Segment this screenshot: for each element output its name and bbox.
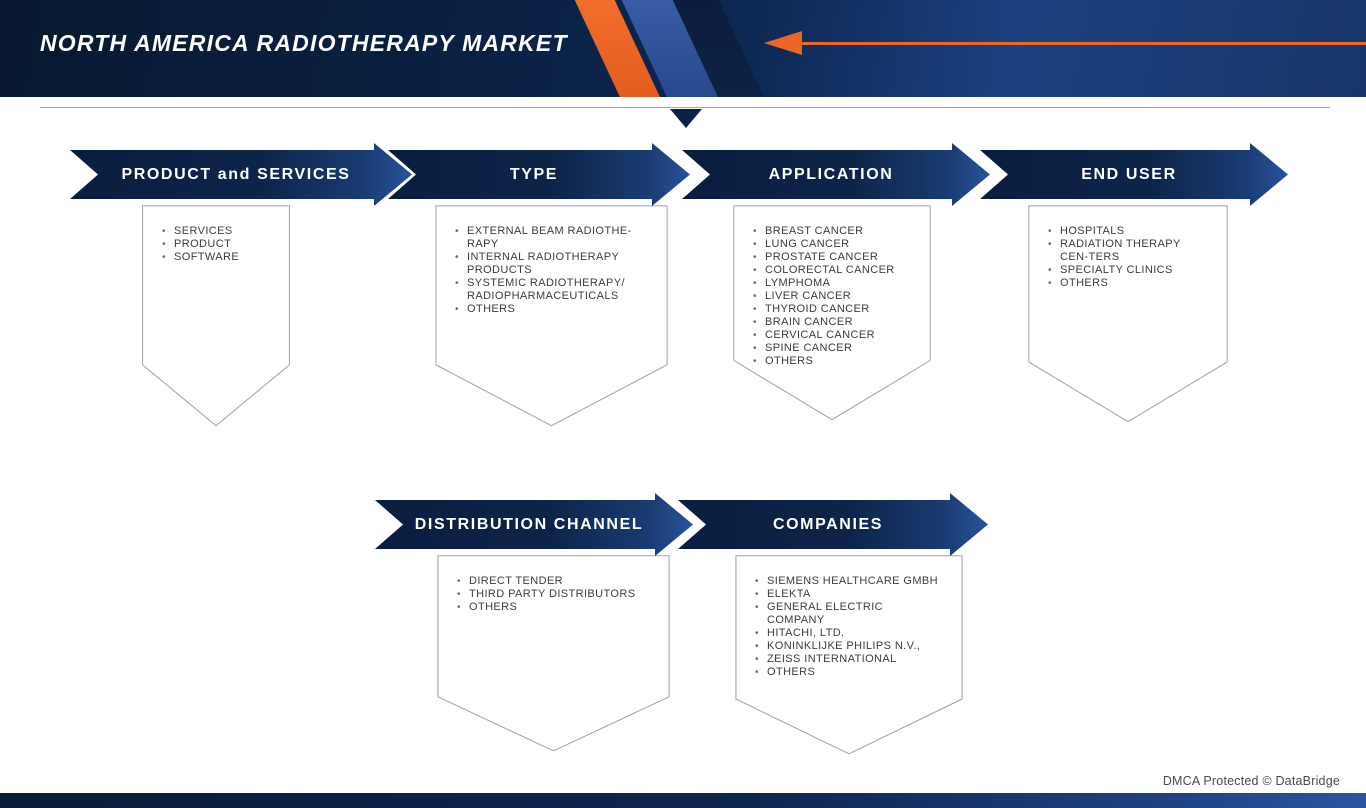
dmca-notice: DMCA Protected © DataBridge: [1162, 774, 1340, 788]
segment-banner-product-services: PRODUCT and SERVICES: [70, 143, 412, 206]
list-item: EXTERNAL BEAM RADIOTHE-RAPY: [453, 225, 646, 251]
arrow-line: [800, 42, 1366, 45]
page-title: NORTH AMERICA RADIOTHERAPY MARKET: [40, 30, 568, 56]
segment-title: PRODUCT and SERVICES: [121, 165, 351, 183]
list-item: KONINKLIJKE PHILIPS N.V.,: [753, 640, 941, 653]
segment-panel-end-user: HOSPITALSRADIATION THERAPY CEN-TERSSPECI…: [1028, 205, 1228, 423]
segment-panel-companies: SIEMENS HEALTHCARE GMBHELEKTAGENERAL ELE…: [735, 555, 963, 755]
header-banner: NORTH AMERICA RADIOTHERAPY MARKET: [0, 0, 1366, 97]
list-item: BRAIN CANCER: [751, 316, 909, 329]
segment-panel-application: BREAST CANCERLUNG CANCERPROSTATE CANCERC…: [733, 205, 931, 421]
list-item: PRODUCT: [160, 238, 268, 251]
list-item: OTHERS: [455, 601, 648, 614]
list-item: OTHERS: [751, 355, 909, 368]
list-item: SIEMENS HEALTHCARE GMBH: [753, 575, 941, 588]
list-item: DIRECT TENDER: [455, 575, 648, 588]
list-item: OTHERS: [453, 303, 646, 316]
segment-title: COMPANIES: [772, 515, 884, 533]
list-item: BREAST CANCER: [751, 225, 909, 238]
segment-item-list: SERVICESPRODUCTSOFTWARE: [142, 205, 290, 264]
segment-item-list: SIEMENS HEALTHCARE GMBHELEKTAGENERAL ELE…: [735, 555, 963, 679]
segment-banner-end-user: END USER: [980, 143, 1288, 206]
list-item: OTHERS: [1046, 277, 1206, 290]
segment-item-list: BREAST CANCERLUNG CANCERPROSTATE CANCERC…: [733, 205, 931, 368]
list-item: CERVICAL CANCER: [751, 329, 909, 342]
list-item: THIRD PARTY DISTRIBUTORS: [455, 588, 648, 601]
segment-title: TYPE: [509, 165, 559, 183]
bottom-bar: [0, 793, 1366, 808]
segment-banner-type: TYPE: [388, 143, 690, 206]
list-item: LIVER CANCER: [751, 290, 909, 303]
list-item: COLORECTAL CANCER: [751, 264, 909, 277]
segment-banner-companies: COMPANIES: [678, 493, 988, 556]
segment-panel-distribution-channel: DIRECT TENDERTHIRD PARTY DISTRIBUTORSOTH…: [437, 555, 670, 752]
segment-title: APPLICATION: [768, 165, 894, 183]
segment-item-list: EXTERNAL BEAM RADIOTHE-RAPYINTERNAL RADI…: [435, 205, 668, 316]
segment-item-list: DIRECT TENDERTHIRD PARTY DISTRIBUTORSOTH…: [437, 555, 670, 614]
list-item: ZEISS INTERNATIONAL: [753, 653, 941, 666]
list-item: PROSTATE CANCER: [751, 251, 909, 264]
segment-banner-application: APPLICATION: [682, 143, 990, 206]
segment-item-list: HOSPITALSRADIATION THERAPY CEN-TERSSPECI…: [1028, 205, 1228, 290]
segment-banner-distribution-channel: DISTRIBUTION CHANNEL: [375, 493, 693, 556]
segment-panel-product-services: SERVICESPRODUCTSOFTWARE: [142, 205, 290, 427]
list-item: LUNG CANCER: [751, 238, 909, 251]
list-item: GENERAL ELECTRIC COMPANY: [753, 601, 941, 627]
list-item: SPECIALTY CLINICS: [1046, 264, 1206, 277]
list-item: RADIATION THERAPY CEN-TERS: [1046, 238, 1206, 264]
divider-line: [40, 107, 1330, 108]
list-item: ELEKTA: [753, 588, 941, 601]
list-item: HOSPITALS: [1046, 225, 1206, 238]
list-item: OTHERS: [753, 666, 941, 679]
segment-panel-type: EXTERNAL BEAM RADIOTHE-RAPYINTERNAL RADI…: [435, 205, 668, 427]
left-arrowhead-icon: [764, 31, 802, 55]
list-item: SERVICES: [160, 225, 268, 238]
segment-title: DISTRIBUTION CHANNEL: [414, 515, 644, 533]
list-item: HITACHI, LTD.: [753, 627, 941, 640]
list-item: SOFTWARE: [160, 251, 268, 264]
list-item: INTERNAL RADIOTHERAPY PRODUCTS: [453, 251, 646, 277]
list-item: SPINE CANCER: [751, 342, 909, 355]
list-item: THYROID CANCER: [751, 303, 909, 316]
segment-title: END USER: [1081, 165, 1177, 183]
list-item: LYMPHOMA: [751, 277, 909, 290]
down-arrow-icon: [670, 109, 702, 128]
list-item: SYSTEMIC RADIOTHERAPY/ RADIOPHARMACEUTIC…: [453, 277, 646, 303]
